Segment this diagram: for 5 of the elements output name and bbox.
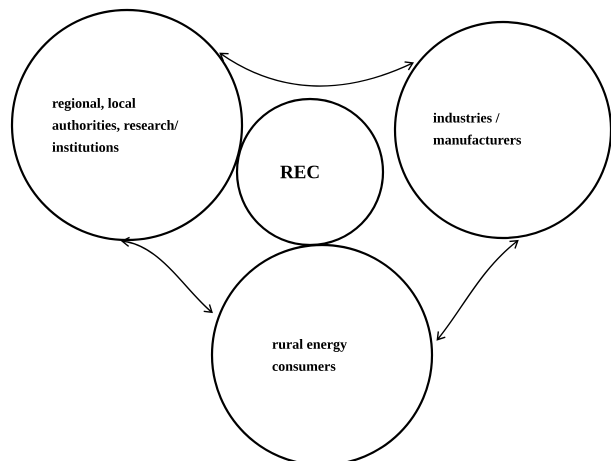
curved-arrow (219, 52, 414, 87)
circle-node: regional, local authorities, research/ institutions (10, 8, 244, 242)
circle-node: REC (236, 98, 384, 246)
curved-arrow (120, 236, 213, 314)
curved-arrow (436, 240, 519, 341)
